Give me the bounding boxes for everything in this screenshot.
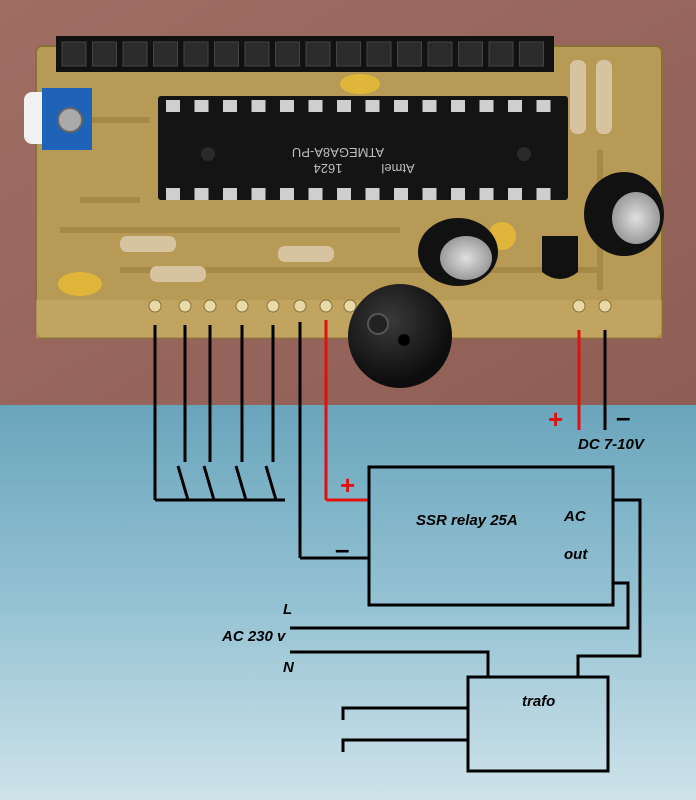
chip-pin bbox=[223, 188, 237, 200]
header-socket bbox=[244, 41, 270, 67]
header-socket bbox=[153, 41, 178, 67]
ceramic-capacitors bbox=[58, 74, 516, 296]
header-socket bbox=[92, 41, 117, 67]
header-socket bbox=[61, 41, 87, 67]
chip-pin bbox=[508, 188, 522, 200]
header-socket bbox=[366, 41, 392, 67]
chip-pin bbox=[536, 100, 551, 112]
dc-plus-sign: + bbox=[548, 404, 563, 434]
chip-pin bbox=[166, 188, 180, 200]
transformer-secondary-wiring bbox=[341, 706, 468, 752]
solder-pad bbox=[178, 299, 192, 313]
solder-pad bbox=[235, 299, 249, 313]
chip-pin bbox=[536, 188, 551, 200]
chip-pin bbox=[194, 188, 209, 200]
relay-minus-sign: – bbox=[335, 534, 349, 564]
trimmer-potentiometer bbox=[24, 88, 92, 150]
chip-pin bbox=[365, 188, 380, 200]
chip-pin bbox=[479, 100, 494, 112]
solder-pad bbox=[266, 299, 280, 313]
solder-pad bbox=[148, 299, 162, 313]
chip-pin bbox=[451, 188, 465, 200]
chip-pin bbox=[479, 188, 494, 200]
chip-pin bbox=[308, 100, 323, 112]
header-socket bbox=[183, 41, 209, 67]
chip-brand: Atmel bbox=[381, 161, 414, 176]
chip-label: ATMEGA8A-PU bbox=[292, 145, 384, 160]
header-socket bbox=[214, 41, 239, 67]
chip-pin bbox=[337, 188, 351, 200]
microcontroller-chip: ATMEGA8A-PU 1624 Atmel bbox=[158, 96, 568, 200]
chip-pin bbox=[451, 100, 465, 112]
solder-pad bbox=[293, 299, 307, 313]
solder-pads bbox=[148, 299, 612, 313]
diagram-background bbox=[0, 405, 696, 800]
header-socket bbox=[427, 41, 453, 67]
transformer-label: trafo bbox=[522, 693, 555, 710]
header-socket bbox=[305, 41, 331, 67]
relay-plus-sign: + bbox=[340, 470, 355, 500]
solder-pad bbox=[572, 299, 586, 313]
chip-pin bbox=[251, 188, 266, 200]
chip-pin bbox=[337, 100, 351, 112]
chip-pin bbox=[422, 100, 437, 112]
transformer-box bbox=[466, 675, 610, 773]
switch-wiring bbox=[153, 325, 285, 502]
chip-date-code: 1624 bbox=[314, 161, 343, 176]
solder-pad bbox=[319, 299, 333, 313]
buzzer bbox=[348, 284, 452, 388]
chip-pin bbox=[365, 100, 380, 112]
header-socket bbox=[458, 41, 483, 67]
chip-pin bbox=[422, 188, 437, 200]
header-socket bbox=[122, 41, 148, 67]
switch-contacts bbox=[176, 465, 278, 501]
electrolytic-capacitors bbox=[418, 172, 664, 286]
neutral-wire bbox=[290, 650, 490, 676]
header-socket bbox=[488, 41, 514, 67]
relay-output-wiring bbox=[290, 498, 642, 676]
chip-pin bbox=[308, 188, 323, 200]
relay-title: SSR relay 25A bbox=[416, 512, 518, 529]
chip-pin bbox=[166, 100, 180, 112]
chip-pin bbox=[251, 100, 266, 112]
chip-pin bbox=[194, 100, 209, 112]
relay-out-label: out bbox=[564, 546, 588, 563]
dc-voltage-label: DC 7-10V bbox=[578, 436, 646, 453]
pin-header bbox=[56, 36, 554, 72]
chip-pin bbox=[394, 100, 408, 112]
header-socket bbox=[519, 41, 544, 67]
chip-pin bbox=[508, 100, 522, 112]
solder-pad bbox=[203, 299, 217, 313]
mains-n-label: N bbox=[283, 659, 295, 676]
solder-pad bbox=[598, 299, 612, 313]
dc-minus-sign: – bbox=[616, 402, 630, 432]
resistors bbox=[120, 60, 612, 282]
chip-pin bbox=[280, 188, 294, 200]
ssr-relay-box bbox=[367, 465, 615, 607]
chip-pin bbox=[223, 100, 237, 112]
solder-pad bbox=[343, 299, 357, 313]
header-socket bbox=[275, 41, 300, 67]
mains-l-label: L bbox=[283, 601, 292, 618]
chip-pin bbox=[280, 100, 294, 112]
relay-ac-label: AC bbox=[563, 508, 587, 525]
header-socket bbox=[397, 41, 422, 67]
mains-voltage-label: AC 230 v bbox=[221, 628, 287, 645]
header-socket bbox=[336, 41, 361, 67]
chip-pin bbox=[394, 188, 408, 200]
voltage-regulator bbox=[542, 236, 578, 279]
